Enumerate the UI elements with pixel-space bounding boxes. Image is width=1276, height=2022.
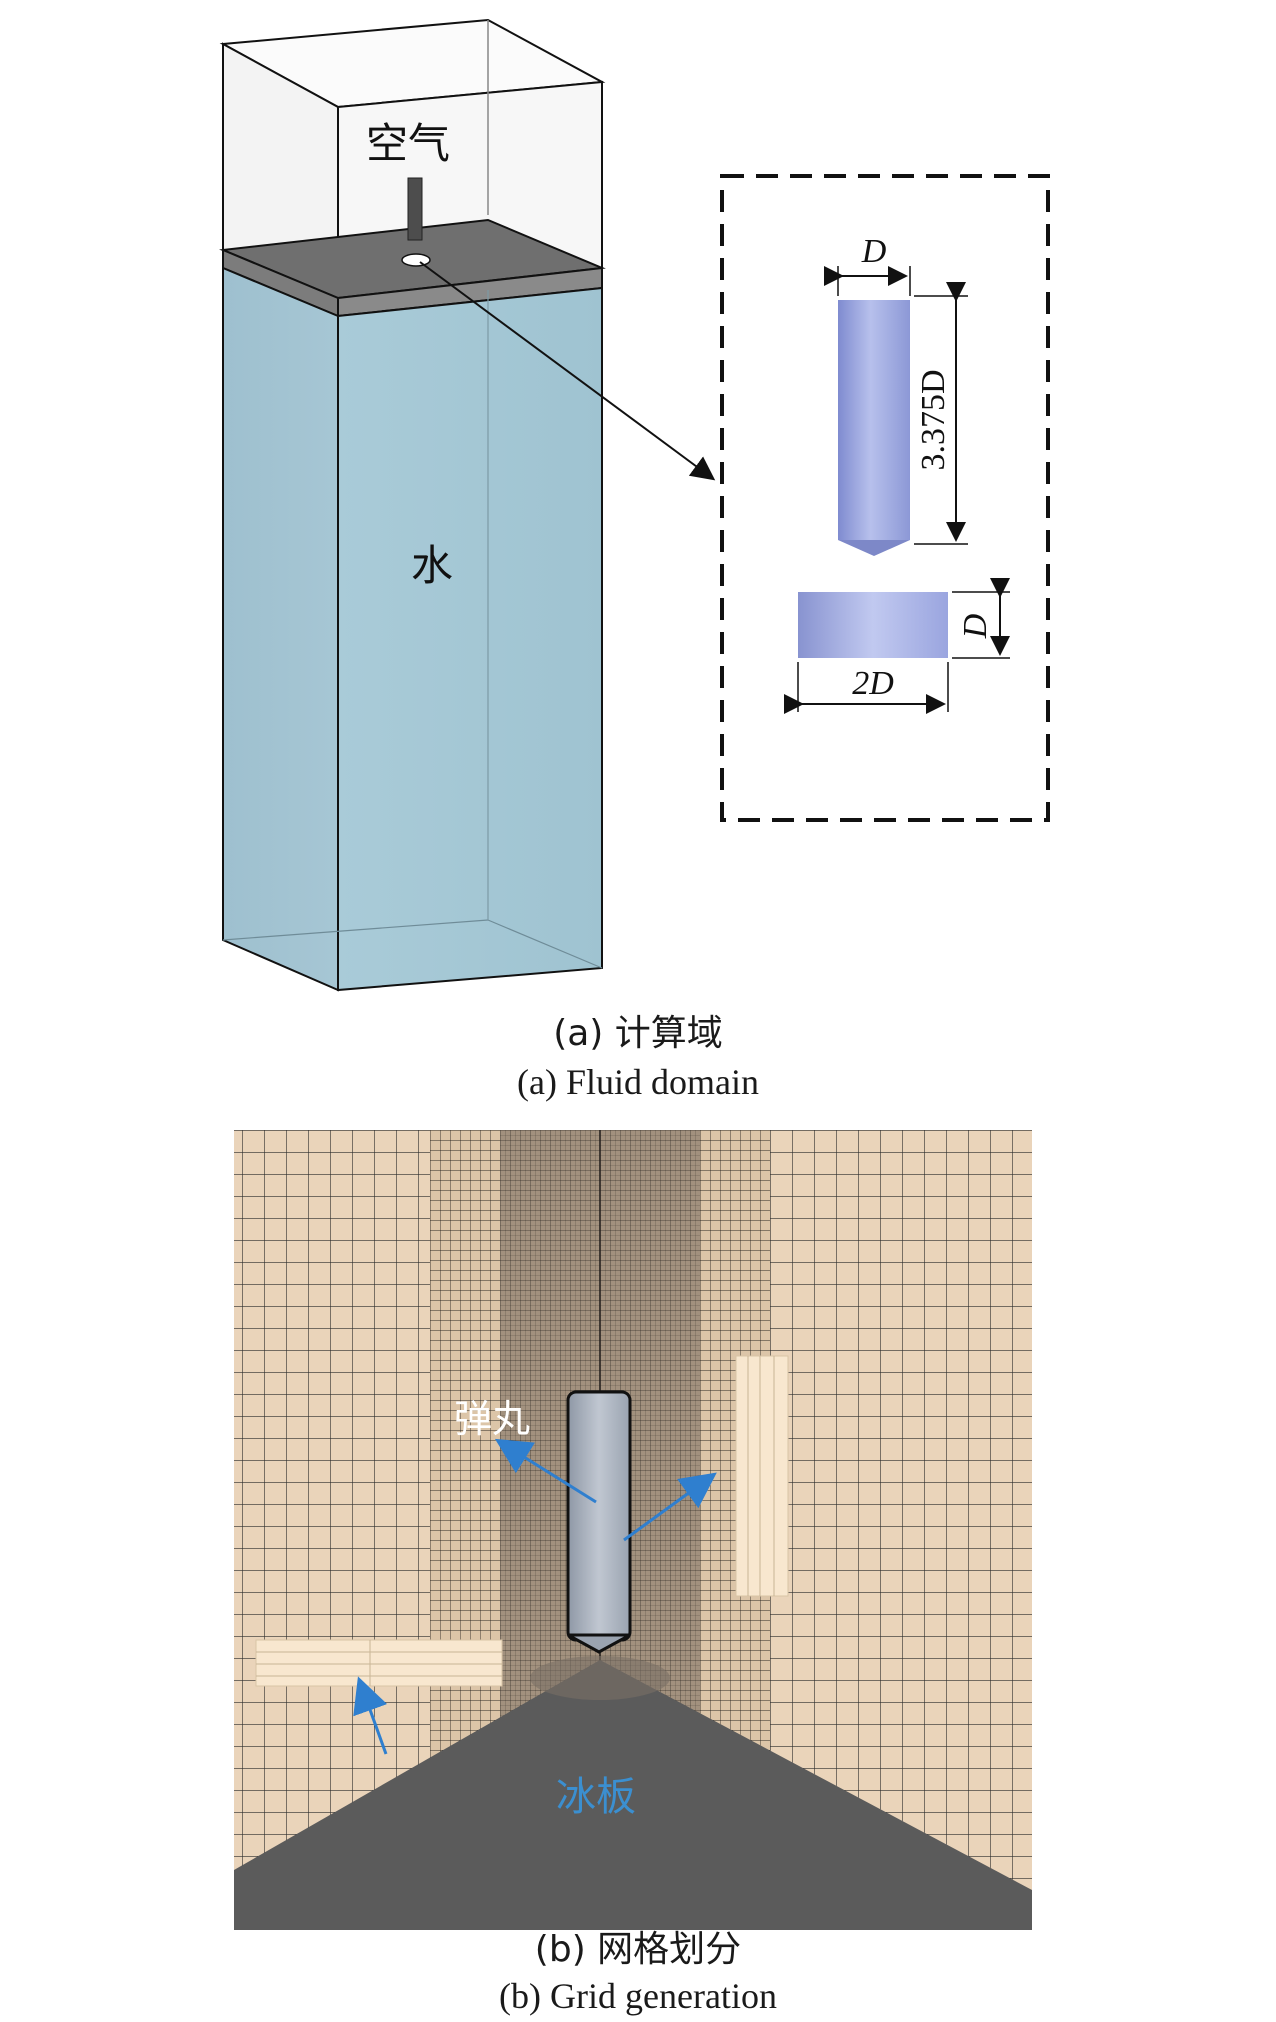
zoom-leader-arrow <box>419 261 716 481</box>
air-label: 空气 <box>366 119 450 168</box>
plate-width-label: 2D <box>852 665 894 702</box>
projectile-detail <box>824 266 968 556</box>
ice-fragment-horizontal <box>255 1639 503 1687</box>
grid-generation-figure: 弹丸 冰板 <box>234 1130 1032 1930</box>
projectile-length-label: 3.375D <box>915 369 952 470</box>
water-region <box>222 266 603 992</box>
detail-box <box>720 174 1050 822</box>
caption-b-cn: (b) 网格划分 <box>534 1929 742 1970</box>
caption-a-cn: (a) 计算域 <box>553 1013 723 1054</box>
water-label: 水 <box>411 541 453 590</box>
projectile-diameter-label: D <box>861 233 887 270</box>
ice-plate-layer <box>219 218 606 318</box>
caption-a-en: (a) Fluid domain <box>517 1062 759 1102</box>
projectile-label: 弹丸 <box>454 1397 530 1441</box>
plate-thickness-label: D <box>957 613 994 639</box>
panel-a: 空气 水 D 3.375D <box>219 18 1050 1102</box>
fluid-domain-figure: 空气 水 D 3.375D <box>219 18 1050 992</box>
plate-detail <box>784 578 1010 714</box>
projectile-mesh <box>566 1390 632 1654</box>
ice-floor <box>234 1660 1032 1930</box>
projectile-small <box>407 177 423 241</box>
arrow-to-horizontal-fragment <box>353 1676 388 1755</box>
ice-fragment-vertical <box>735 1355 789 1597</box>
caption-b-en: (b) Grid generation <box>499 1976 777 2016</box>
arrow-to-vertical-fragment <box>623 1472 717 1542</box>
panel-b: 弹丸 冰板 (b) 网格划分 (b) Grid generation <box>0 1130 1276 2022</box>
ice-plate-label: 冰板 <box>556 1774 636 1820</box>
arrow-to-projectile-label <box>494 1438 597 1504</box>
